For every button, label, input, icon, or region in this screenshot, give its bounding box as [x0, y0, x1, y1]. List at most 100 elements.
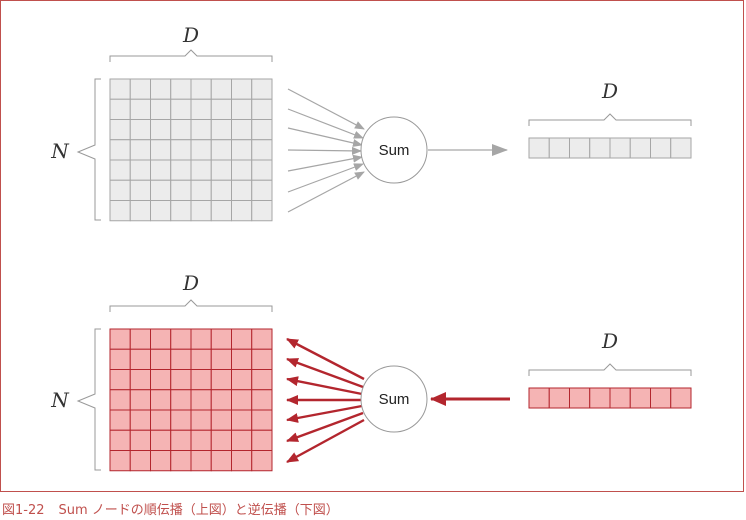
forward-matrix-cell	[190, 179, 212, 201]
forward-input-arrow	[287, 127, 363, 147]
forward-matrix-cell	[251, 78, 273, 100]
forward-matrix-cell	[190, 98, 212, 120]
forward-vector-cell	[569, 137, 591, 159]
backward-matrix-cell	[231, 409, 253, 431]
forward-input-arrow	[287, 88, 365, 130]
forward-matrix-cell	[251, 98, 273, 120]
forward-matrix-cell	[150, 179, 172, 201]
backward-matrix-cell	[150, 348, 172, 370]
forward-matrix-cell	[109, 139, 131, 161]
forward-output-brace	[528, 113, 692, 126]
forward-vector-cell	[670, 137, 692, 159]
backward-matrix-cell	[210, 389, 232, 411]
forward-matrix-cell	[129, 98, 151, 120]
backward-matrix-cell	[150, 450, 172, 472]
backward-matrix-cell	[231, 328, 253, 350]
backward-matrix-cell	[129, 450, 151, 472]
backward-matrix-cell	[190, 328, 212, 350]
forward-vector-cell	[528, 137, 550, 159]
backward-matrix	[109, 328, 273, 472]
backward-matrix-cell	[190, 429, 212, 451]
caption-text: Sum ノードの順伝播（上図）と逆伝播（下図）	[58, 503, 339, 518]
forward-matrix-cell	[210, 98, 232, 120]
forward-matrix-cell	[150, 159, 172, 181]
backward-input-vector	[528, 387, 692, 409]
backward-matrix-cell	[129, 409, 151, 431]
backward-matrix-cell	[231, 389, 253, 411]
forward-matrix-cell	[109, 159, 131, 181]
forward-input-arrow	[287, 108, 364, 139]
backward-vector-cell	[629, 387, 651, 409]
backward-matrix-cell	[251, 429, 273, 451]
backward-matrix-cell	[170, 348, 192, 370]
backward-vector-cell	[589, 387, 611, 409]
backward-matrix-cell	[190, 369, 212, 391]
forward-matrix-cell	[210, 139, 232, 161]
sum-node-diagram: D N Sum D D N Sum D	[50, 23, 692, 472]
forward-matrix-cell	[210, 159, 232, 181]
forward-cols-brace	[109, 49, 273, 62]
forward-matrix-cell	[170, 98, 192, 120]
forward-input-arrow	[287, 146, 362, 155]
forward-matrix-cell	[251, 200, 273, 222]
forward-vector-cell	[650, 137, 672, 159]
backward-matrix-cell	[129, 429, 151, 451]
forward-matrix-cell	[231, 78, 253, 100]
backward-matrix-cell	[231, 429, 253, 451]
forward-matrix-cell	[150, 200, 172, 222]
forward-vector-cell	[548, 137, 570, 159]
forward-matrix-cell	[129, 200, 151, 222]
backward-vector-cell	[569, 387, 591, 409]
forward-matrix-cell	[210, 200, 232, 222]
forward-matrix-cell	[231, 159, 253, 181]
backward-gradient-arrow	[286, 357, 364, 389]
caption-number: 図1-22	[2, 503, 45, 518]
forward-matrix-cols-label: D	[182, 23, 199, 47]
backward-sum-label: Sum	[379, 391, 410, 408]
backward-matrix-cell	[210, 328, 232, 350]
backward-input-brace	[528, 363, 692, 376]
backward-matrix-cell	[109, 429, 131, 451]
backward-matrix-cell	[231, 348, 253, 370]
forward-input-arrow	[287, 154, 363, 172]
forward-matrix-cell	[150, 98, 172, 120]
backward-matrix-cell	[170, 369, 192, 391]
backward-matrix-cell	[170, 328, 192, 350]
backward-matrix-cell	[109, 348, 131, 370]
forward-matrix-cell	[190, 159, 212, 181]
backward-matrix-cell	[231, 369, 253, 391]
forward-input-arrows	[287, 88, 365, 213]
forward-matrix-cell	[150, 78, 172, 100]
forward-matrix-cell	[109, 78, 131, 100]
backward-matrix-cell	[129, 369, 151, 391]
forward-rows-brace	[76, 78, 101, 221]
figure-caption: 図1-22 Sum ノードの順伝播（上図）と逆伝播（下図）	[2, 499, 339, 518]
backward-gradient-arrows	[286, 337, 365, 464]
forward-matrix-cell	[129, 119, 151, 141]
backward-matrix-cell	[210, 450, 232, 472]
backward-matrix-cell	[150, 429, 172, 451]
forward-pass: D N Sum D	[50, 23, 692, 222]
forward-matrix-cell	[170, 179, 192, 201]
backward-matrix-cell	[251, 348, 273, 370]
forward-matrix-cell	[251, 159, 273, 181]
backward-gradient-arrow	[286, 411, 364, 443]
backward-matrix-cell	[129, 389, 151, 411]
forward-matrix-cell	[251, 179, 273, 201]
forward-matrix-cell	[109, 98, 131, 120]
forward-matrix-cell	[231, 200, 253, 222]
forward-matrix-cell	[231, 179, 253, 201]
figure-frame	[0, 0, 744, 492]
forward-matrix-cell	[251, 119, 273, 141]
backward-gradient-arrow	[286, 337, 365, 381]
backward-vector-cell	[528, 387, 550, 409]
backward-input-label: D	[601, 329, 618, 353]
forward-matrix-cell	[129, 159, 151, 181]
backward-gradient-arrow	[286, 376, 363, 396]
forward-matrix-cell	[109, 200, 131, 222]
forward-vector-cell	[629, 137, 651, 159]
forward-matrix-cell	[170, 200, 192, 222]
forward-matrix-rows-label: N	[50, 139, 70, 163]
forward-sum-label: Sum	[379, 142, 410, 159]
backward-gradient-arrow	[286, 404, 363, 423]
